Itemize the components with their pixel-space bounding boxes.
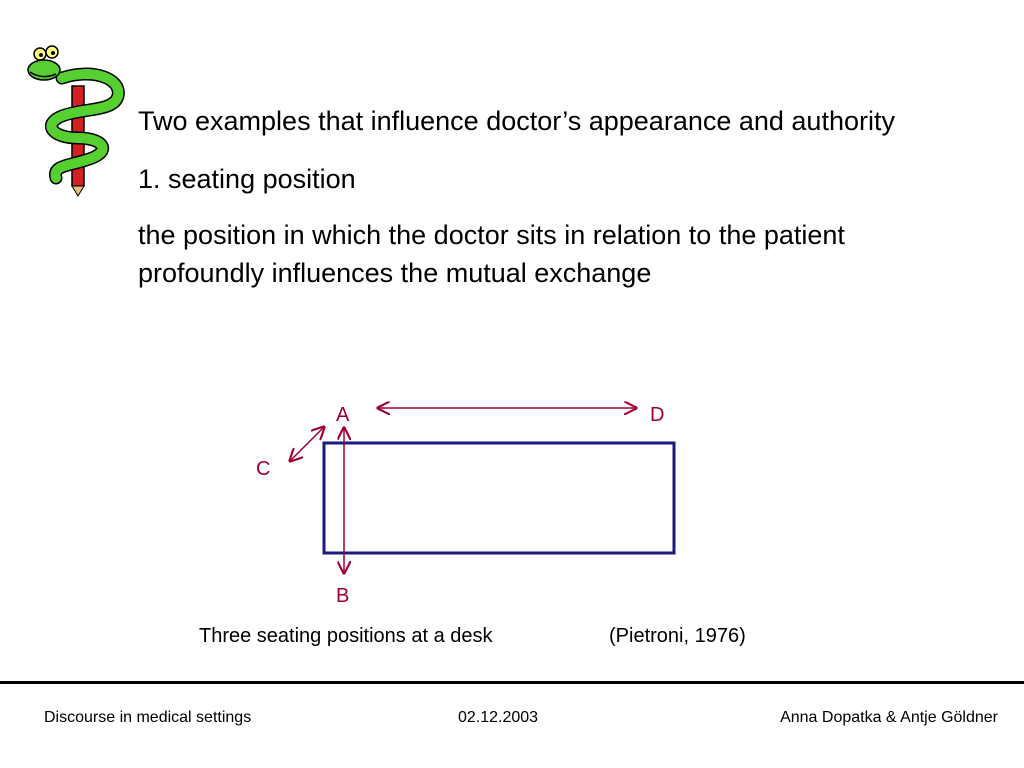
arrow-c-a: [290, 427, 324, 461]
seating-diagram: A D C B: [240, 395, 710, 615]
footer-authors: Anna Dopatka & Antje Göldner: [780, 709, 998, 726]
footer-date: 02.12.2003: [458, 709, 539, 726]
desk-rectangle: [322, 441, 676, 555]
point-title: 1. seating position: [138, 164, 356, 194]
slide-heading: Two examples that influence doctor’s app…: [138, 106, 895, 136]
seating-diagram-graphic: [240, 395, 676, 615]
footer-left: Discourse in medical settings: [44, 709, 252, 726]
diagram-source: (Pietroni, 1976): [609, 625, 746, 647]
snake-staff-icon: [27, 45, 125, 197]
label-c: C: [256, 458, 271, 480]
label-b: B: [336, 585, 350, 607]
diagram-caption: Three seating positions at a desk: [199, 625, 493, 647]
point-body: the position in which the doctor sits in…: [138, 220, 845, 288]
label-d: D: [650, 404, 665, 426]
label-a: A: [336, 404, 350, 426]
footer-divider: [0, 681, 1024, 684]
slide-content: Two examples that influence doctor’s app…: [138, 102, 978, 312]
